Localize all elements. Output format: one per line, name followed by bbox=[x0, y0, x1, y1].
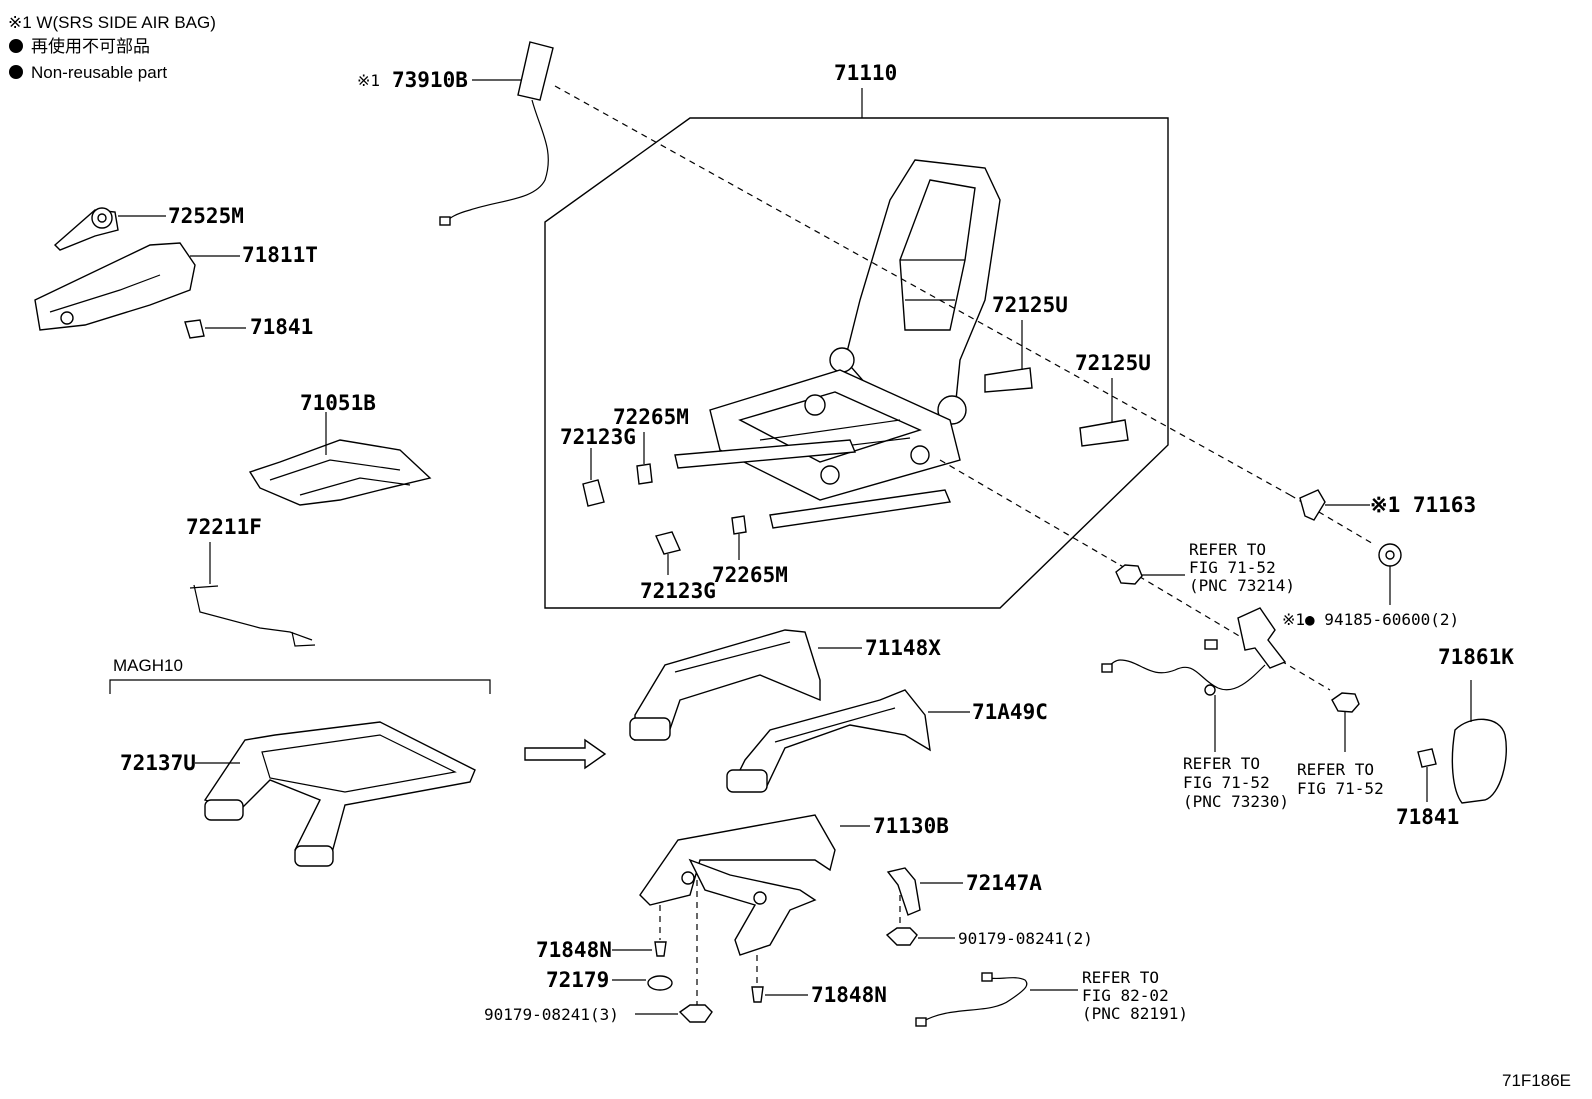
refer-73230-line3[interactable]: (PNC 73230) bbox=[1183, 792, 1289, 811]
clip-72265m-b bbox=[731, 515, 747, 560]
part-label-71148x[interactable]: 71148X bbox=[865, 636, 941, 660]
part-label-72125u-b[interactable]: 72125U bbox=[1075, 351, 1151, 375]
part-label-90179-2[interactable]: 90179-08241(2) bbox=[958, 929, 1093, 948]
frame-box-71110 bbox=[544, 117, 1169, 609]
pin-71848n-a bbox=[654, 941, 667, 957]
shield-71811t bbox=[34, 242, 196, 331]
refer-73214-line2[interactable]: FIG 71-52 bbox=[1189, 558, 1276, 577]
refer-82191-line3[interactable]: (PNC 82191) bbox=[1082, 1004, 1188, 1023]
refer-73214-line3[interactable]: (PNC 73214) bbox=[1189, 576, 1295, 595]
hook-71163 bbox=[1299, 489, 1326, 521]
part-label-71130b[interactable]: 71130B bbox=[873, 814, 949, 838]
bullet-icon bbox=[9, 65, 23, 79]
wire-82191 bbox=[915, 972, 1028, 1027]
part-label-90179-3[interactable]: 90179-08241(3) bbox=[484, 1005, 619, 1024]
nut-94185 bbox=[1378, 543, 1402, 567]
legend: ※1 W(SRS SIDE AIR BAG) 再使用不可部品 Non-reusa… bbox=[8, 13, 216, 82]
pin-71848n-b bbox=[751, 986, 764, 1003]
refer-82191-line2[interactable]: FIG 82-02 bbox=[1082, 986, 1169, 1005]
part-label-71841-a[interactable]: 71841 bbox=[250, 315, 313, 339]
side-airbag bbox=[439, 41, 554, 226]
part-label-72525m[interactable]: 72525M bbox=[168, 204, 244, 228]
part-label-72137u[interactable]: 72137U bbox=[120, 751, 196, 775]
arrow-right-icon bbox=[524, 738, 607, 770]
part-label-72179[interactable]: 72179 bbox=[546, 968, 609, 992]
leg-71a49c bbox=[726, 689, 931, 793]
part-label-72123g-a[interactable]: 72123G bbox=[560, 425, 636, 449]
part-label-73910b[interactable]: 73910B bbox=[392, 68, 468, 92]
part-label-71110[interactable]: 71110 bbox=[834, 61, 897, 85]
bullet-icon bbox=[9, 39, 23, 53]
part-label-71841-b[interactable]: 71841 bbox=[1396, 805, 1459, 829]
part-label-71861k[interactable]: 71861K bbox=[1438, 645, 1514, 669]
part-label-94185[interactable]: ※1● 94185-60600(2) bbox=[1282, 610, 1459, 629]
cap-71841-a bbox=[184, 319, 205, 339]
clip-72265m-a bbox=[636, 432, 653, 485]
bracket-72147a bbox=[886, 867, 921, 916]
cover-71861k bbox=[1451, 718, 1507, 804]
refer-73230-line2[interactable]: FIG 71-52 bbox=[1183, 773, 1270, 792]
legend-jp: 再使用不可部品 bbox=[31, 36, 150, 56]
part-label-72211f[interactable]: 72211F bbox=[186, 515, 262, 539]
wire-harness-71051b bbox=[248, 439, 432, 506]
refer-7152-line1[interactable]: REFER TO bbox=[1297, 760, 1374, 779]
legend-note: ※1 W(SRS SIDE AIR BAG) bbox=[8, 13, 216, 32]
plug-72179 bbox=[647, 975, 673, 991]
bracket-72125u-b bbox=[1079, 378, 1129, 447]
refer-73230-line1[interactable]: REFER TO bbox=[1183, 754, 1260, 773]
part-label-72147a[interactable]: 72147A bbox=[966, 871, 1042, 895]
part-label-71811t[interactable]: 71811T bbox=[242, 243, 318, 267]
seat-track-72137u bbox=[203, 721, 476, 867]
cover-72525m bbox=[53, 207, 119, 251]
rod-72211f bbox=[189, 584, 316, 647]
part-label-71a49c[interactable]: 71A49C bbox=[972, 700, 1048, 724]
clip-72123g-b bbox=[655, 531, 681, 575]
mark-note-1: ※1 bbox=[357, 71, 380, 90]
part-label-71848n-b[interactable]: 71848N bbox=[811, 983, 887, 1007]
legend-en: Non-reusable part bbox=[31, 63, 167, 82]
cap-71841-b bbox=[1417, 748, 1437, 768]
part-label-72123g-b[interactable]: 72123G bbox=[640, 579, 716, 603]
refer-7152-line2[interactable]: FIG 71-52 bbox=[1297, 779, 1384, 798]
part-label-72125u-a[interactable]: 72125U bbox=[992, 293, 1068, 317]
part-label-71163[interactable]: ※1 71163 bbox=[1370, 493, 1476, 517]
diagram-code: 71F186E bbox=[1502, 1071, 1571, 1090]
part-label-72265m-a[interactable]: 72265M bbox=[613, 405, 689, 429]
nut-90179-3 bbox=[678, 1004, 713, 1023]
group-bracket bbox=[109, 679, 491, 694]
refer-73214-line1[interactable]: REFER TO bbox=[1189, 540, 1266, 559]
part-label-72265m-b[interactable]: 72265M bbox=[712, 563, 788, 587]
nut-73214 bbox=[1115, 564, 1143, 585]
part-label-71848n-a[interactable]: 71848N bbox=[536, 938, 612, 962]
group-label: MAGH10 bbox=[113, 656, 183, 675]
refer-82191-line1[interactable]: REFER TO bbox=[1082, 968, 1159, 987]
clip-72123g-a bbox=[582, 448, 605, 507]
seat-cushion-frame bbox=[674, 369, 961, 529]
bracket-72125u-a bbox=[984, 320, 1033, 393]
leg-71130b bbox=[639, 814, 836, 956]
nut-7152 bbox=[1331, 692, 1360, 713]
buckle-73230 bbox=[1101, 607, 1287, 696]
part-label-71051b[interactable]: 71051B bbox=[300, 391, 376, 415]
leg-71148x bbox=[629, 629, 821, 741]
nut-90179-2 bbox=[885, 927, 918, 946]
